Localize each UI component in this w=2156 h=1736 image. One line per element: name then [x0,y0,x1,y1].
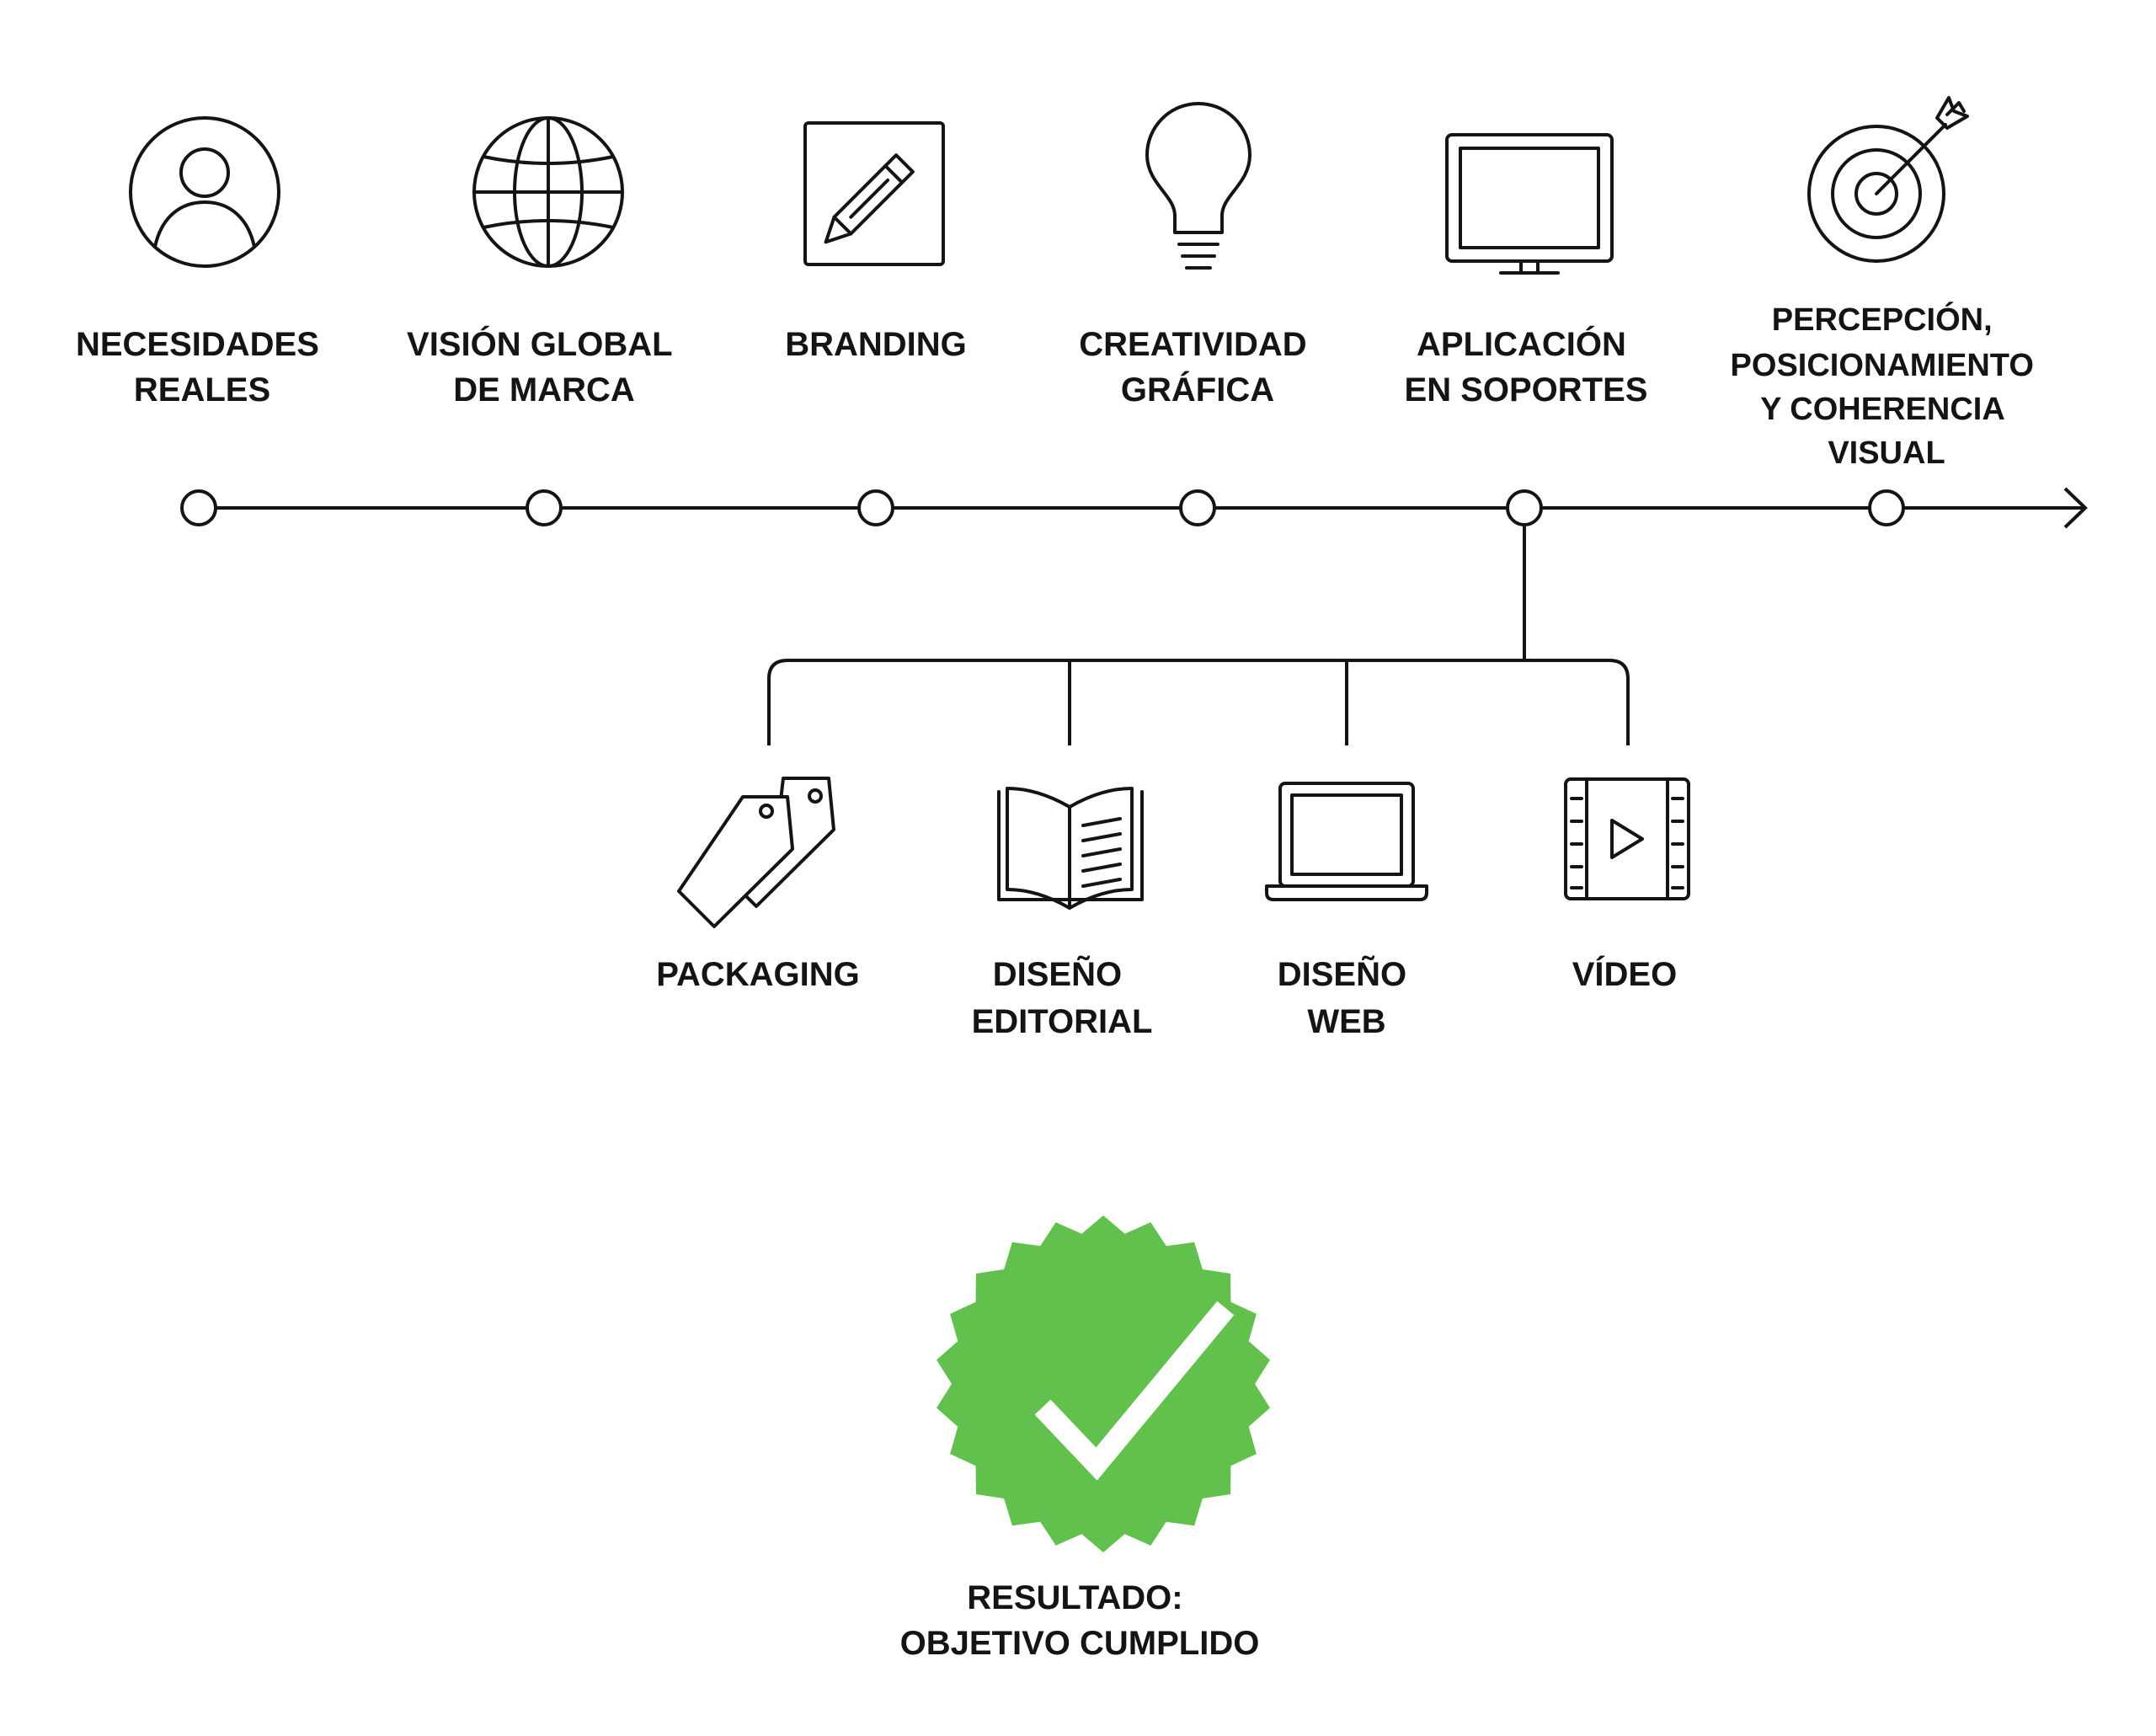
timeline-node-1 [180,489,217,526]
branch-connectors [767,525,1630,745]
step-label-4: CREATIVIDAD GRÁFICA [1079,326,1316,409]
step-label-5: APLICACIÓN EN SOPORTES [1405,324,1648,409]
film-play-icon [1564,777,1690,900]
branch-label-2: DISEÑO EDITORIAL [972,954,1153,1040]
globe-icon [472,116,624,268]
step-label-3: BRANDING [785,326,967,363]
timeline-labels: NECESIDADES REALES VISIÓN GLOBAL DE MARC… [76,301,2043,471]
badge-seal [937,1215,1270,1552]
timeline-node-2 [526,489,563,526]
timeline-node-5 [1506,489,1543,526]
timeline-node-4 [1179,489,1216,526]
target-icon [1807,96,1969,263]
user-icon [129,116,280,268]
lightbulb-icon [1145,102,1251,270]
monitor-icon [1445,133,1614,275]
pencil-square-icon [803,121,945,266]
branch-label-1: PACKAGING [656,956,859,993]
step-label-2: VISIÓN GLOBAL DE MARCA [407,324,681,409]
price-tags-icon [677,777,835,928]
check-badge-icon [937,1215,1270,1552]
branch-label-4: VÍDEO [1572,955,1677,993]
timeline-arrowhead [2063,487,2088,529]
step-label-6: PERCEPCIÓN, POSICIONAMIENTO Y COHERENCIA… [1731,301,2043,471]
open-book-icon [997,787,1144,910]
timeline [180,487,2088,529]
timeline-node-6 [1868,489,1905,526]
checkmark [1034,1301,1235,1481]
result-label: RESULTADO: OBJETIVO CUMPLIDO [900,1579,1260,1662]
branch-label-3: DISEÑO WEB [1278,954,1416,1040]
step-label-1: NECESIDADES REALES [76,326,328,409]
timeline-node-3 [857,489,894,526]
laptop-icon [1265,782,1428,901]
branch-labels: PACKAGING DISEÑO EDITORIAL DISEÑO WEB VÍ… [656,954,1677,1040]
